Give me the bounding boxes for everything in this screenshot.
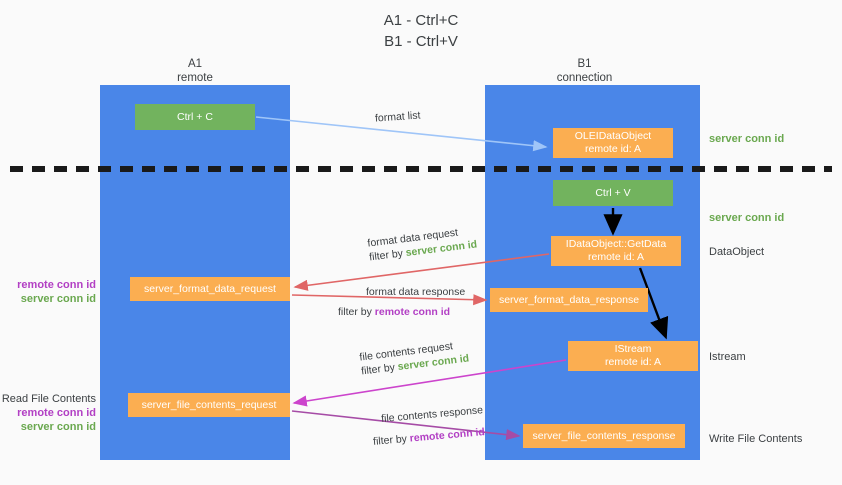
note-remote-conn-id: remote conn id: [17, 279, 96, 291]
edge-label-format-data-response: format data response filter by remote co…: [338, 285, 465, 319]
edge-label-file-contents-response: file contents response filter by remote …: [371, 403, 486, 449]
edge-label-format-list-text: format list: [374, 109, 421, 125]
box-ctrl-v-label: Ctrl + V: [595, 186, 631, 199]
edge-label-format-data-response-filter: filter by remote conn id: [338, 299, 465, 319]
box-istream-sublabel: remote id: A: [604, 356, 662, 368]
note-server-conn-id-mid: server conn id: [709, 212, 785, 224]
box-server-format-data-request[interactable]: server_format_data_request: [130, 277, 290, 301]
edge-label-format-data-response-title: format data response: [366, 286, 466, 298]
box-server-file-contents-request[interactable]: server_file_contents_request: [128, 393, 290, 417]
box-server-format-data-response[interactable]: server_format_data_response: [490, 288, 648, 312]
edge-label-format-data-request: format data request filter by server con…: [367, 223, 478, 264]
lane-b1-name: B1: [577, 58, 592, 70]
note-server-conn-id-top: server conn id: [709, 133, 785, 145]
box-istream-label: IStream: [614, 343, 652, 355]
box-getdata-sublabel: remote id: A: [587, 251, 645, 263]
note-left-conn-ids-upper: remote conn id server conn id: [0, 278, 96, 306]
box-istream[interactable]: IStream remote id: A: [568, 341, 698, 371]
box-ctrl-c-label: Ctrl + C: [177, 110, 213, 123]
box-ole-idataobject[interactable]: OLEIDataObject remote id: A: [553, 128, 673, 158]
filter-prefix: filter by: [360, 361, 399, 378]
filter-prefix: filter by: [372, 432, 411, 448]
box-server-file-contents-request-label: server_file_contents_request: [141, 398, 277, 411]
edge-label-format-list: format list: [375, 108, 421, 125]
title-line-2: B1 - Ctrl+V: [384, 33, 458, 50]
box-server-file-contents-response-label: server_file_contents_response: [532, 429, 676, 442]
lane-header-b1: B1 connection: [492, 57, 677, 85]
box-server-file-contents-response[interactable]: server_file_contents_response: [523, 424, 685, 448]
box-ctrl-v[interactable]: Ctrl + V: [553, 180, 673, 206]
note-read-file-contents: Read File Contents: [1, 393, 96, 405]
note-remote-conn-id: remote conn id: [17, 407, 96, 419]
lane-a1-name: A1: [187, 58, 203, 70]
filter-prefix: filter by: [368, 247, 407, 264]
edge-label-file-contents-request: file contents request filter by server c…: [359, 337, 470, 378]
note-dataobject: DataObject: [709, 246, 765, 258]
box-server-format-data-response-label: server_format_data_response: [498, 293, 640, 306]
lane-header-a1: A1 remote: [105, 57, 285, 85]
note-server-conn-id: server conn id: [20, 421, 96, 433]
filter-value-remote-conn-id: remote conn id: [409, 426, 486, 445]
filter-prefix: filter by: [338, 306, 375, 318]
filter-value-remote-conn-id: remote conn id: [374, 306, 451, 318]
note-left-read-file-contents: Read File Contents remote conn id server…: [0, 392, 96, 434]
note-write-file-contents: Write File Contents: [709, 433, 803, 445]
lane-a1-sub: remote: [177, 72, 213, 84]
title-line-1: A1 - Ctrl+C: [383, 12, 459, 29]
box-server-format-data-request-label: server_format_data_request: [144, 282, 276, 295]
diagram-title: A1 - Ctrl+C B1 - Ctrl+V: [0, 10, 842, 52]
box-ole-idataobject-sublabel: remote id: A: [584, 143, 642, 155]
note-istream: Istream: [709, 351, 746, 363]
box-ole-idataobject-label: OLEIDataObject: [574, 130, 652, 142]
box-getdata-label: IDataObject::GetData: [565, 238, 667, 250]
box-idataobject-getdata[interactable]: IDataObject::GetData remote id: A: [551, 236, 681, 266]
box-ctrl-c[interactable]: Ctrl + C: [135, 104, 255, 130]
lane-b1-sub: connection: [556, 72, 613, 84]
note-server-conn-id: server conn id: [20, 293, 96, 305]
